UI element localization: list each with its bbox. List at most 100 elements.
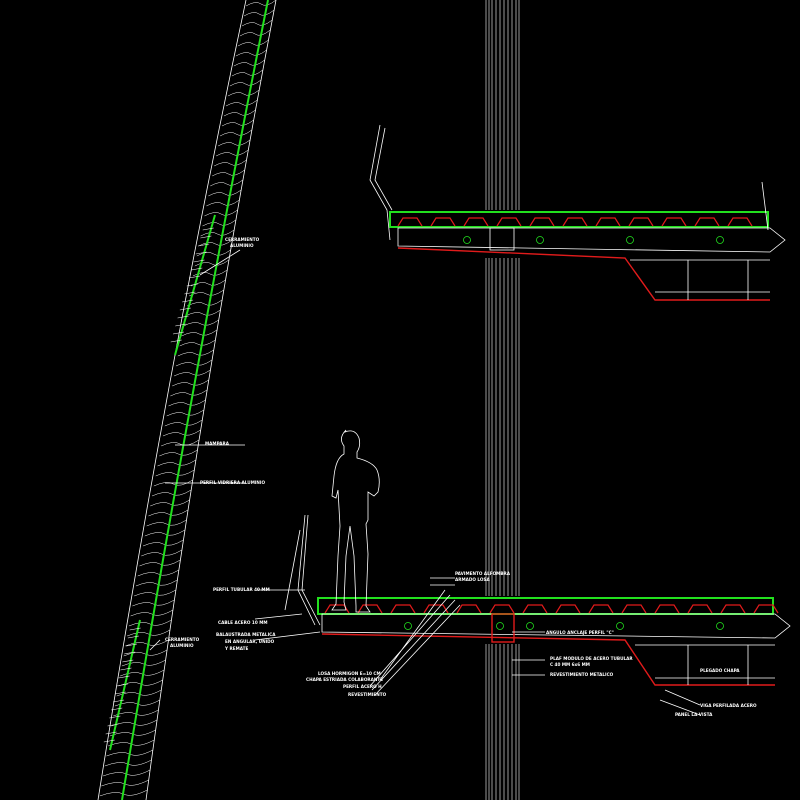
leader-lines — [149, 249, 701, 716]
hatch-stroke — [190, 279, 226, 287]
deck-rib — [324, 604, 350, 614]
hatch-stroke — [130, 609, 174, 617]
label-lower-panel-2: ALUMINIO — [170, 643, 194, 648]
beam-holes — [463, 236, 724, 244]
bolt-hole — [526, 622, 534, 630]
hatch-stroke — [239, 29, 271, 37]
tick — [122, 659, 134, 663]
deck-rib — [720, 604, 746, 614]
tick — [193, 259, 205, 263]
label-perfil-tubular: PERFIL TUBULAR 40 MM — [213, 587, 270, 592]
hatch-stroke — [142, 539, 184, 547]
panel-ticks — [103, 227, 214, 743]
hatch-stroke — [204, 209, 238, 217]
lower-panel-green — [109, 619, 141, 751]
tick — [188, 275, 201, 279]
label-plaf-1: PLAF MODULO DE ACERO TUBULAR — [550, 656, 633, 661]
hatch-stroke — [225, 99, 258, 107]
hatch-stroke — [125, 639, 169, 647]
hatch-stroke — [212, 169, 245, 177]
upper-deck — [389, 211, 769, 228]
hatch-stroke — [229, 79, 262, 87]
tick — [116, 683, 128, 687]
label-baranda-1: BALAUSTRADA METALICA — [216, 632, 276, 637]
deck-rib — [588, 604, 614, 614]
label-mampara: MAMPARA — [205, 441, 230, 446]
label-losa: LOSA HORMIGON E=10 CM — [318, 671, 381, 676]
hatch-stroke — [227, 89, 260, 97]
label-upper-panel-1: CERRAMIENTO — [225, 237, 260, 242]
tick — [186, 283, 198, 287]
label-pavimento: PAVIMENTO ALFOMBRA — [455, 571, 511, 576]
hatch-stroke — [241, 19, 273, 27]
upper-slab — [369, 124, 786, 301]
upper-break — [761, 181, 769, 231]
tick — [129, 627, 141, 631]
hatch-stroke — [141, 549, 183, 557]
hatch-stroke — [210, 179, 244, 187]
deck-rib — [522, 604, 548, 614]
tick — [179, 307, 191, 311]
tick — [118, 675, 130, 679]
tick — [177, 315, 189, 319]
hatch-stroke — [183, 319, 219, 327]
hatch-stroke — [170, 389, 208, 397]
bolt-hole — [536, 236, 544, 244]
hatch-stroke — [132, 599, 175, 607]
hatch-stroke — [223, 109, 256, 117]
deck-corrugation — [397, 217, 753, 227]
hatch-stroke — [196, 249, 231, 257]
hatch-stroke — [245, 0, 277, 7]
tick — [109, 715, 121, 719]
hatch-stroke — [221, 119, 254, 127]
deck-rib — [463, 217, 489, 227]
tick — [105, 731, 117, 735]
lower-slab — [284, 514, 791, 686]
label-perfil-acero: PERFIL ACERO H — [343, 684, 382, 689]
hatch-stroke — [162, 429, 201, 437]
lower-column-connection — [491, 613, 515, 643]
tick — [202, 227, 214, 231]
deck-rib — [496, 217, 522, 227]
deck-rib — [397, 217, 423, 227]
label-plegado: PLEGADO CHAPA — [700, 668, 740, 673]
upper-railing — [369, 124, 393, 241]
deck-rib — [654, 604, 680, 614]
deck-rib — [529, 217, 555, 227]
hatch-stroke — [200, 229, 235, 237]
deck-rib — [456, 604, 482, 614]
tick — [114, 691, 126, 695]
lower-beam — [321, 613, 791, 639]
tick — [124, 651, 136, 655]
hatch-stroke — [153, 479, 193, 487]
hatch-stroke — [214, 159, 247, 167]
deck-rib — [661, 217, 687, 227]
tick — [120, 667, 132, 671]
hatch-stroke — [237, 39, 269, 47]
beam-holes — [404, 622, 724, 630]
tick — [125, 643, 138, 647]
label-angulo: ANGULO ANCLAJE PERFIL "C" — [546, 630, 614, 635]
hatch-stroke — [151, 489, 192, 497]
hatch-stroke — [175, 359, 213, 367]
hatch-stroke — [127, 629, 171, 637]
curved-facade-wall — [97, 0, 277, 800]
bolt-hole — [616, 622, 624, 630]
hatch-stroke — [173, 369, 211, 377]
tick — [200, 235, 212, 239]
central-column — [485, 0, 520, 800]
deck-rib — [555, 604, 581, 614]
tick — [113, 699, 125, 703]
tick — [175, 323, 187, 327]
label-upper-panel-2: ALUMINIO — [230, 243, 254, 248]
hatch-stroke — [137, 569, 179, 577]
deck-rib — [694, 217, 720, 227]
hatch-stroke — [157, 459, 197, 467]
hatch-stroke — [144, 529, 186, 537]
lower-substructure — [635, 644, 775, 685]
label-armado: ARMADO LOSA — [455, 577, 490, 582]
human-figure — [331, 429, 380, 613]
hatch-stroke — [146, 519, 187, 527]
